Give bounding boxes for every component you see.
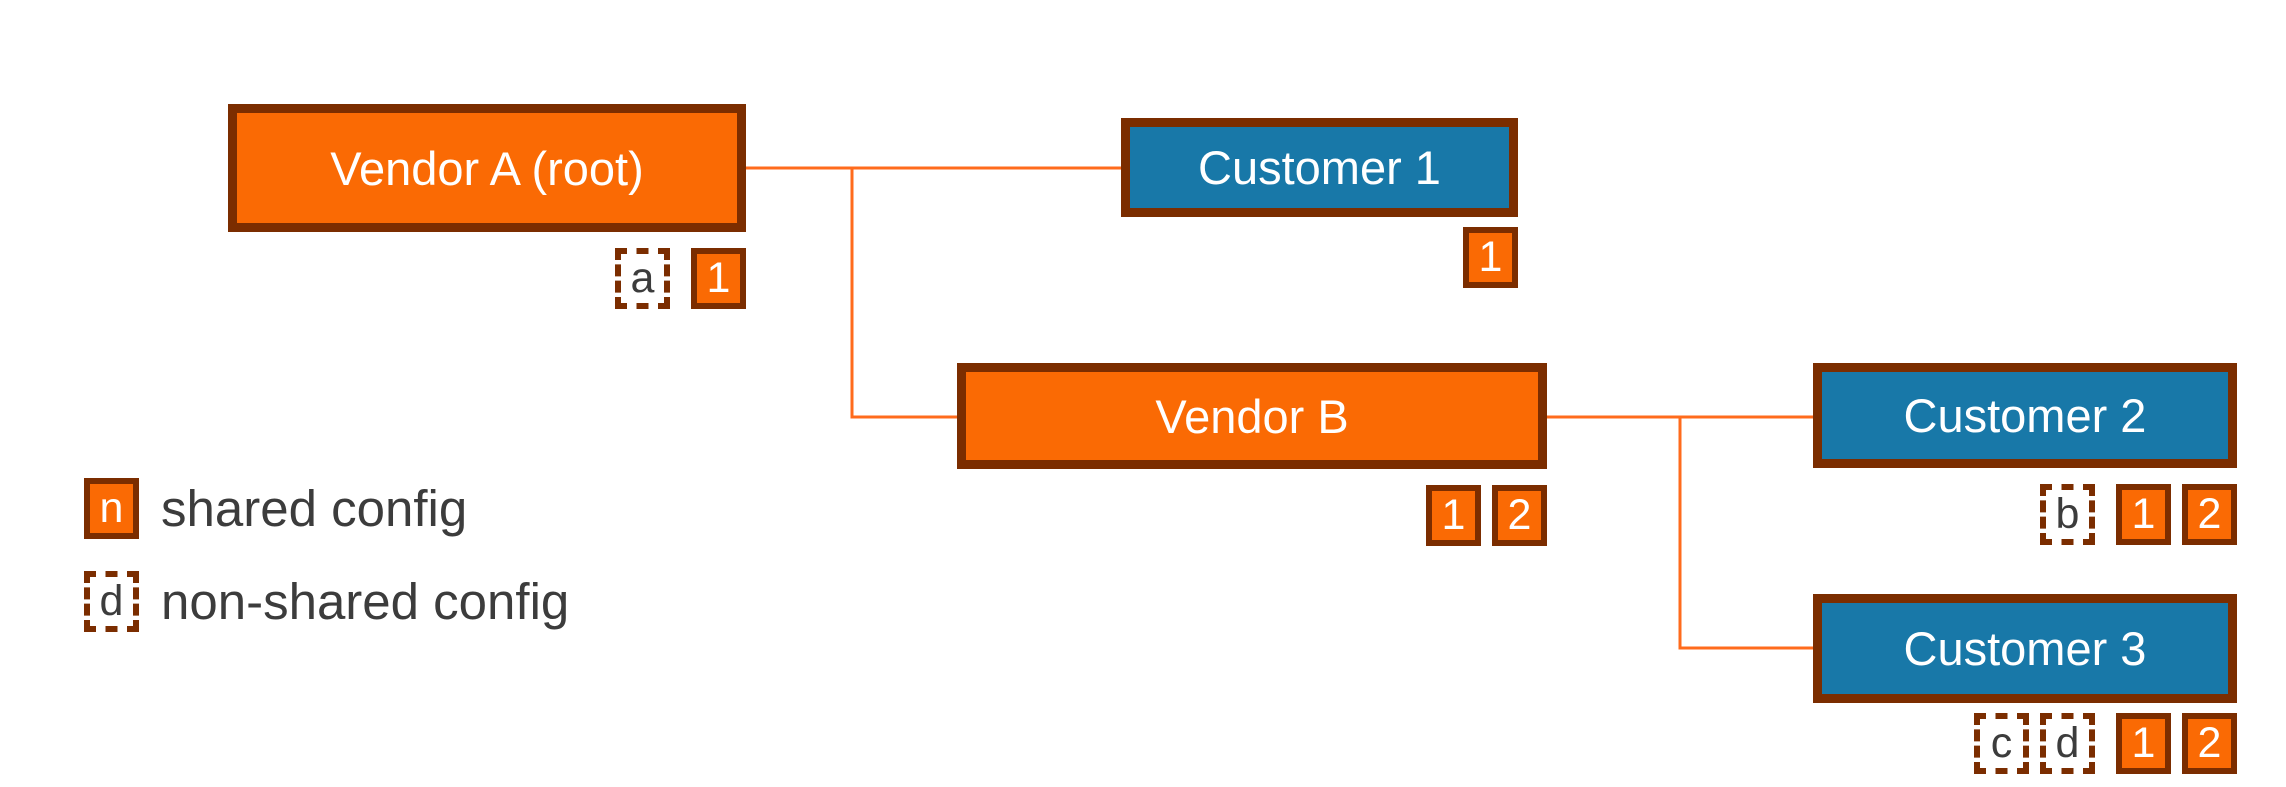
badge-shared-1: 1 xyxy=(1463,227,1518,288)
edge-vendor-a-vendor-b xyxy=(850,168,957,419)
badge-shared-2: 2 xyxy=(2182,484,2237,545)
customer-1-label: Customer 1 xyxy=(1198,141,1441,194)
badge-shared-1: 1 xyxy=(691,248,746,309)
badge-shared-1: 1 xyxy=(2116,484,2171,545)
badge-nonshared-a: a xyxy=(615,248,670,309)
legend: n shared config d non-shared config xyxy=(84,478,569,632)
legend-row-nonshared: d non-shared config xyxy=(84,571,569,632)
customer-2-box: Customer 2 xyxy=(1813,363,2237,468)
customer-2-badges: b 1 2 xyxy=(2040,484,2237,545)
badge-shared-1: 1 xyxy=(1426,485,1481,546)
vendor-a-label: Vendor A (root) xyxy=(330,141,644,195)
vendor-b-badges: 1 2 xyxy=(1426,485,1547,546)
node-vendor-a: Vendor A (root) a 1 xyxy=(228,104,746,309)
vendor-b-label: Vendor B xyxy=(1155,389,1349,443)
badge-shared-1: 1 xyxy=(2116,713,2171,774)
customer-3-box: Customer 3 xyxy=(1813,594,2237,703)
node-vendor-b: Vendor B 1 2 xyxy=(957,363,1547,546)
legend-shared-label: shared config xyxy=(161,480,468,537)
node-customer-2: Customer 2 b 1 2 xyxy=(1813,363,2237,545)
badge-shared-2: 2 xyxy=(2182,713,2237,774)
vendor-a-badges: a 1 xyxy=(615,248,746,309)
customer-3-label: Customer 3 xyxy=(1903,622,2147,675)
vendor-a-box: Vendor A (root) xyxy=(228,104,746,232)
node-customer-3: Customer 3 c d 1 2 xyxy=(1813,594,2237,774)
legend-nonshared-label: non-shared config xyxy=(161,573,570,630)
customer-1-badges: 1 xyxy=(1463,227,1518,288)
badge-shared-2: 2 xyxy=(1492,485,1547,546)
legend-row-shared: n shared config xyxy=(84,478,569,539)
node-customer-1: Customer 1 1 xyxy=(1121,118,1518,288)
edge-vendor-b-customer-3 xyxy=(1678,417,1813,650)
legend-nonshared-marker-icon: d xyxy=(84,571,139,632)
vendor-b-box: Vendor B xyxy=(957,363,1547,469)
badge-nonshared-d: d xyxy=(2040,713,2095,774)
legend-shared-marker-icon: n xyxy=(84,478,139,539)
customer-2-label: Customer 2 xyxy=(1903,389,2147,442)
customer-3-badges: c d 1 2 xyxy=(1974,713,2237,774)
customer-1-box: Customer 1 xyxy=(1121,118,1518,217)
badge-nonshared-b: b xyxy=(2040,484,2095,545)
badge-nonshared-c: c xyxy=(1974,713,2029,774)
